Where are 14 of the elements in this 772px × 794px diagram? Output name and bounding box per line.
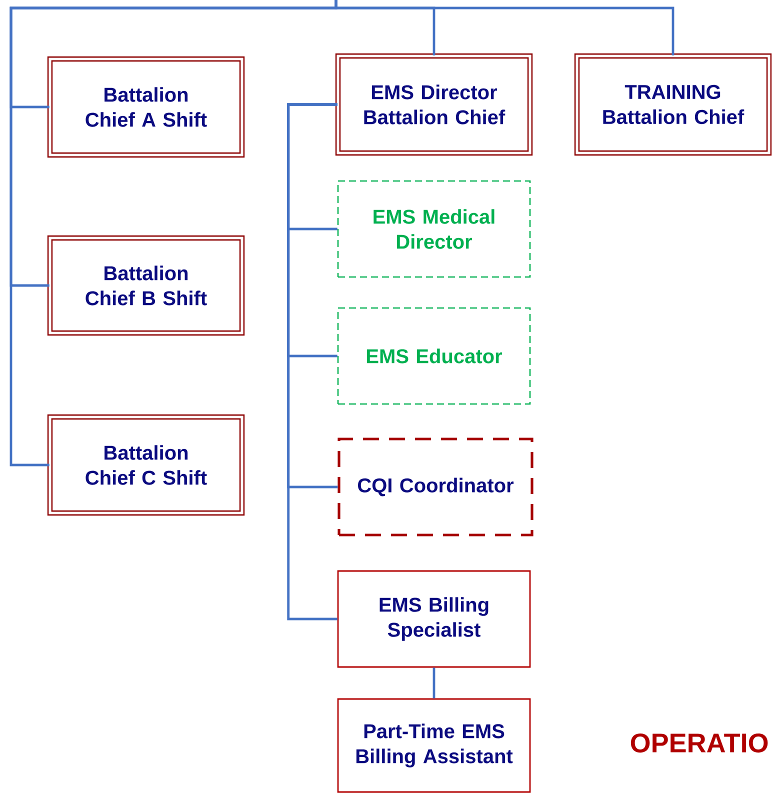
position-box: EMS Educator <box>337 307 531 405</box>
position-box: Battalion Chief A Shift <box>47 56 245 158</box>
connector-line <box>334 0 674 56</box>
position-box: Battalion Chief B Shift <box>47 235 245 336</box>
position-box: CQI Coordinator <box>338 438 534 536</box>
position-box: TRAINING Battalion Chief <box>574 53 772 156</box>
section-heading: OPERATIO <box>630 733 768 753</box>
position-box: EMS Billing Specialist <box>337 570 531 668</box>
position-box: EMS Director Battalion Chief <box>335 53 533 156</box>
connector-line <box>287 103 338 620</box>
position-box: EMS Medical Director <box>337 180 531 278</box>
position-box: Part-Time EMS Billing Assistant <box>337 698 531 793</box>
connector-line <box>432 668 436 698</box>
position-box: Battalion Chief C Shift <box>47 414 245 516</box>
